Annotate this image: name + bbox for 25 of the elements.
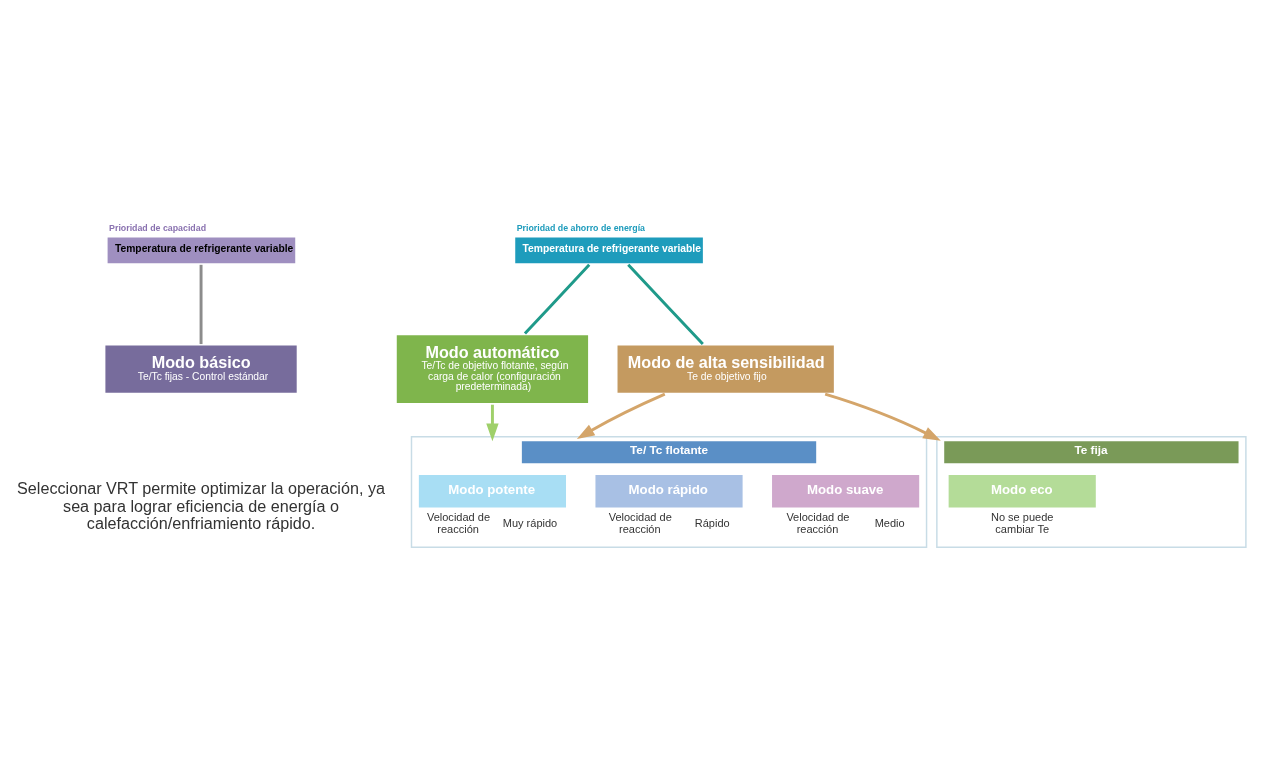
node-box: Modo de alta sensibilidad Te de objetivo fijo (617, 345, 834, 393)
arrow (486, 404, 499, 441)
node-box: Modo suave (772, 474, 920, 507)
arrow (824, 392, 941, 441)
node-label: Velocidad de reacción (786, 510, 850, 535)
node-label: Prioridad de ahorro de energía (516, 222, 646, 233)
label: Seleccionar VRT permite optimizar la operación, ya sea para lograr eficiencia de energía o calefacción/enfriamiento rápido. (17, 478, 386, 532)
node-box: Temperatura de refrigerante variable (107, 236, 296, 263)
node-box: Temperatura de refrigerante variable (515, 236, 703, 263)
node-box: Modo potente (418, 474, 566, 507)
connector (199, 264, 203, 344)
arrow (576, 392, 666, 439)
node-label: Velocidad de reacción (608, 510, 672, 535)
node-label: Velocidad de reacción (426, 510, 491, 535)
connector (627, 263, 704, 345)
node-label: Medio (874, 516, 905, 529)
node-box: Modo básico Te/Tc fijas - Control estándar (105, 345, 297, 393)
node-box: Modo automático Te/Tc de objetivo flotante, según carga de calor (configuración predeterminada) (396, 334, 589, 403)
node-label: Muy rápido (502, 516, 558, 529)
node-box: Modo rápido (595, 474, 743, 507)
node-label: Prioridad de capacidad (109, 222, 207, 233)
node-box: Modo eco (948, 474, 1096, 507)
node-label: Rápido (694, 516, 730, 529)
connector (523, 263, 591, 335)
node-label: No se puede cambiar Te (990, 510, 1054, 535)
